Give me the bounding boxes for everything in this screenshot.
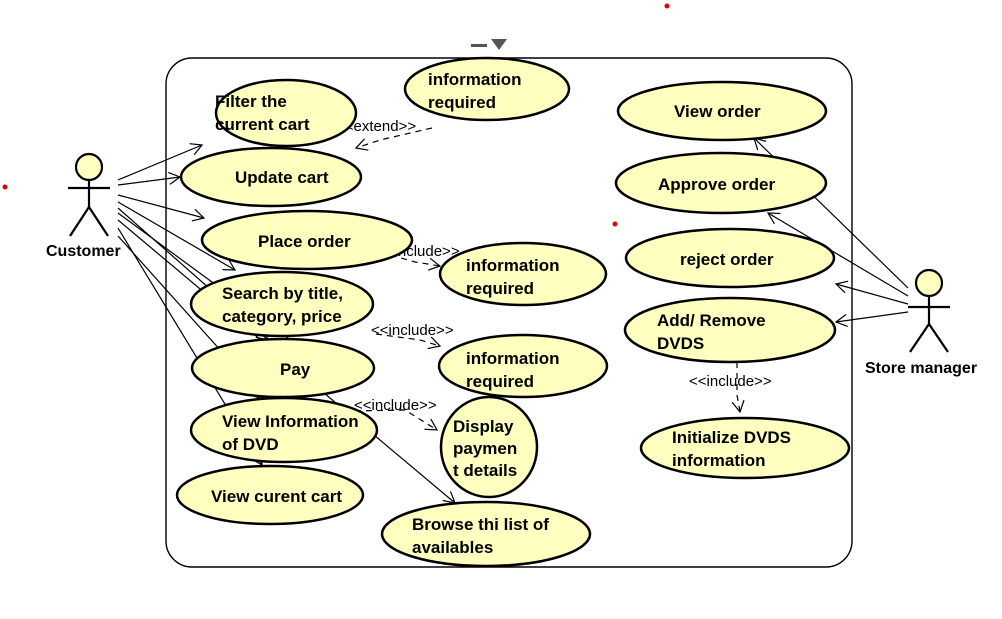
use-case-reject-order[interactable]: reject order xyxy=(624,227,836,289)
svg-text:Browse thi list of: Browse thi list of xyxy=(412,515,549,534)
svg-text:of DVD: of DVD xyxy=(222,435,279,454)
use-case-info-required-top[interactable]: information required xyxy=(403,56,571,122)
svg-text:current cart: current cart xyxy=(215,115,310,134)
svg-text:required: required xyxy=(466,279,534,298)
customer-actor[interactable]: Customer xyxy=(46,152,121,260)
use-case-view-order[interactable]: View order xyxy=(616,80,828,142)
svg-text:required: required xyxy=(466,372,534,391)
svg-text:Place order: Place order xyxy=(258,232,351,251)
svg-text:reject order: reject order xyxy=(680,250,774,269)
svg-text:View Information: View Information xyxy=(222,412,359,431)
use-case-filter-cart[interactable]: Filter the current cart xyxy=(214,78,358,148)
store-manager-label: Store manager xyxy=(865,360,977,377)
marker-dot xyxy=(612,221,618,227)
use-case-approve-order[interactable]: Approve order xyxy=(614,151,828,215)
svg-text:information: information xyxy=(466,256,560,275)
svg-text:Display: Display xyxy=(453,417,514,436)
marker-dot xyxy=(2,184,8,190)
svg-text:availables: availables xyxy=(412,538,493,557)
use-case-update-cart[interactable]: Update cart xyxy=(179,146,363,208)
svg-text:View order: View order xyxy=(674,102,761,121)
include-label-pay: <<include>> xyxy=(354,397,437,414)
svg-text:information: information xyxy=(428,70,522,89)
store-manager-actor[interactable]: Store manager xyxy=(865,268,977,377)
extend-label: <<extend>> xyxy=(336,118,416,135)
customer-label: Customer xyxy=(46,243,121,260)
use-case-display-payment[interactable]: Display paymen t details xyxy=(439,395,539,499)
use-case-add-remove[interactable]: Add/ Remove DVDS xyxy=(623,296,837,364)
use-case-search[interactable]: Search by title, category, price xyxy=(189,270,375,338)
include-label-manager: <<include>> xyxy=(689,373,772,390)
svg-text:Add/ Remove: Add/ Remove xyxy=(657,311,766,330)
svg-text:Filter the: Filter the xyxy=(215,92,287,111)
use-case-place-order[interactable]: Place order xyxy=(200,209,414,271)
svg-text:Initialize DVDS: Initialize DVDS xyxy=(672,428,791,447)
use-case-info-required-place[interactable]: information required xyxy=(438,241,608,307)
svg-text:Pay: Pay xyxy=(280,360,311,379)
use-case-info-required-pay[interactable]: information required xyxy=(437,333,609,399)
svg-text:information: information xyxy=(466,349,560,368)
svg-text:paymen: paymen xyxy=(453,439,517,458)
use-case-view-info-dvd[interactable]: View Information of DVD xyxy=(189,396,379,464)
include-label-search: <<include>> xyxy=(371,322,454,339)
use-case-view-cart[interactable]: View curent cart xyxy=(175,464,365,526)
use-case-browse[interactable]: Browse thi list of availables xyxy=(380,500,592,568)
use-case-pay[interactable]: Pay xyxy=(190,337,376,399)
svg-text:View curent cart: View curent cart xyxy=(211,487,342,506)
svg-text:Search by title,: Search by title, xyxy=(222,284,343,303)
stick-figure-icon xyxy=(68,152,110,237)
collapse-toolbar-icon[interactable] xyxy=(471,39,507,50)
use-case-init-dvds[interactable]: Initialize DVDS information xyxy=(639,416,851,480)
svg-text:information: information xyxy=(672,451,766,470)
svg-text:DVDS: DVDS xyxy=(657,334,704,353)
svg-text:t details: t details xyxy=(453,461,517,480)
svg-text:Update cart: Update cart xyxy=(235,168,329,187)
svg-text:Approve order: Approve order xyxy=(658,175,776,194)
marker-dot xyxy=(664,3,670,9)
svg-text:category, price: category, price xyxy=(222,307,342,326)
svg-text:required: required xyxy=(428,93,496,112)
stick-figure-icon xyxy=(908,268,950,353)
